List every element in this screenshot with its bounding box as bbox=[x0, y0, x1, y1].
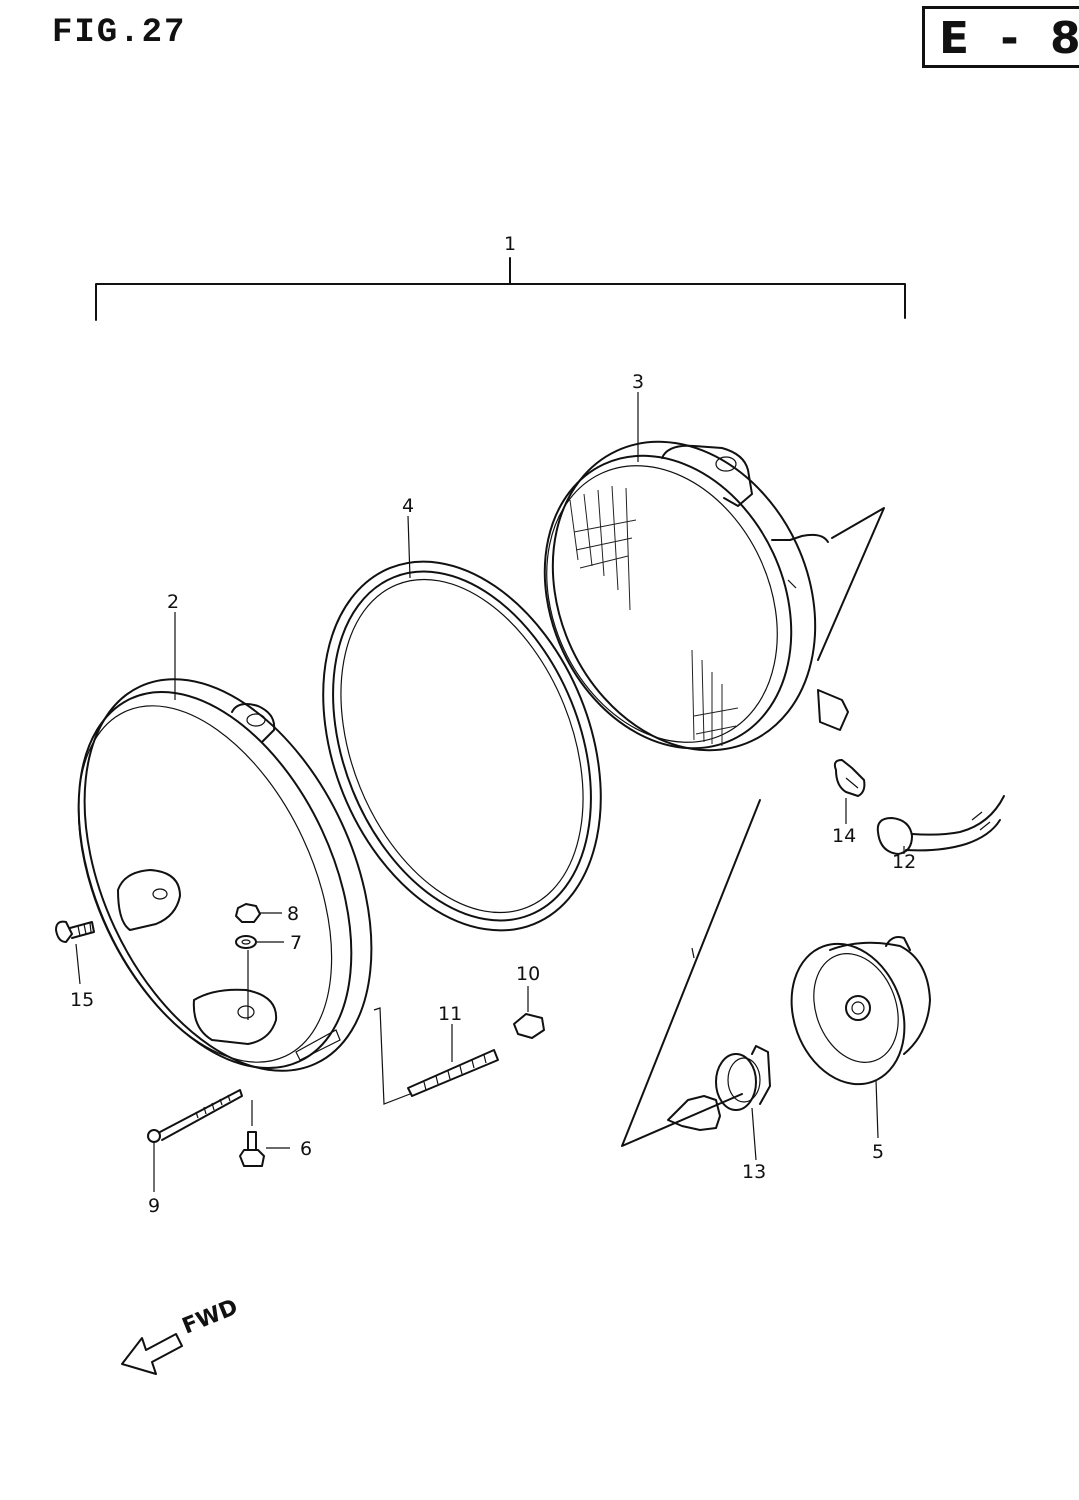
callout-4: 4 bbox=[402, 495, 414, 517]
part-6-bolt bbox=[239, 1100, 290, 1167]
part-9-long-bolt bbox=[147, 1089, 243, 1192]
part-11-stud bbox=[373, 1007, 499, 1105]
leader-lines bbox=[174, 392, 905, 1161]
part-10-clip bbox=[513, 986, 545, 1039]
part-2-headlight-rim bbox=[77, 678, 373, 1072]
callout-13: 13 bbox=[742, 1161, 766, 1183]
callout-3: 3 bbox=[632, 371, 644, 393]
page-code-box: E - 8 bbox=[922, 6, 1079, 68]
callout-11: 11 bbox=[438, 1003, 462, 1025]
callout-14: 14 bbox=[832, 825, 856, 847]
part-13-halogen-bulb bbox=[667, 1045, 771, 1131]
callout-1: 1 bbox=[504, 233, 516, 255]
part-15-screw bbox=[55, 920, 95, 985]
figure-title: FIG.27 bbox=[52, 14, 187, 52]
callout-8: 8 bbox=[287, 903, 299, 925]
callout-6: 6 bbox=[300, 1138, 312, 1160]
page-code: E - 8 bbox=[939, 13, 1079, 64]
projection-lines bbox=[621, 507, 885, 1147]
callout-5: 5 bbox=[872, 1141, 884, 1163]
fwd-label: FWD bbox=[179, 1295, 242, 1340]
callout-10: 10 bbox=[516, 963, 540, 985]
callout-7: 7 bbox=[290, 932, 302, 954]
part-12-socket bbox=[876, 795, 1005, 855]
part-8-nut bbox=[235, 903, 282, 923]
part-5-socket-housing bbox=[790, 936, 931, 1086]
forward-arrow-icon bbox=[121, 1333, 183, 1375]
part-14-bulb bbox=[833, 759, 866, 797]
part-7-washer bbox=[235, 935, 284, 949]
assembly-bracket bbox=[95, 257, 906, 321]
callout-15: 15 bbox=[70, 989, 94, 1011]
callout-9: 9 bbox=[148, 1195, 160, 1217]
callout-12: 12 bbox=[892, 851, 916, 873]
callout-2: 2 bbox=[167, 591, 179, 613]
part-4-ring bbox=[322, 560, 602, 932]
part-3-sealed-beam bbox=[543, 440, 849, 752]
